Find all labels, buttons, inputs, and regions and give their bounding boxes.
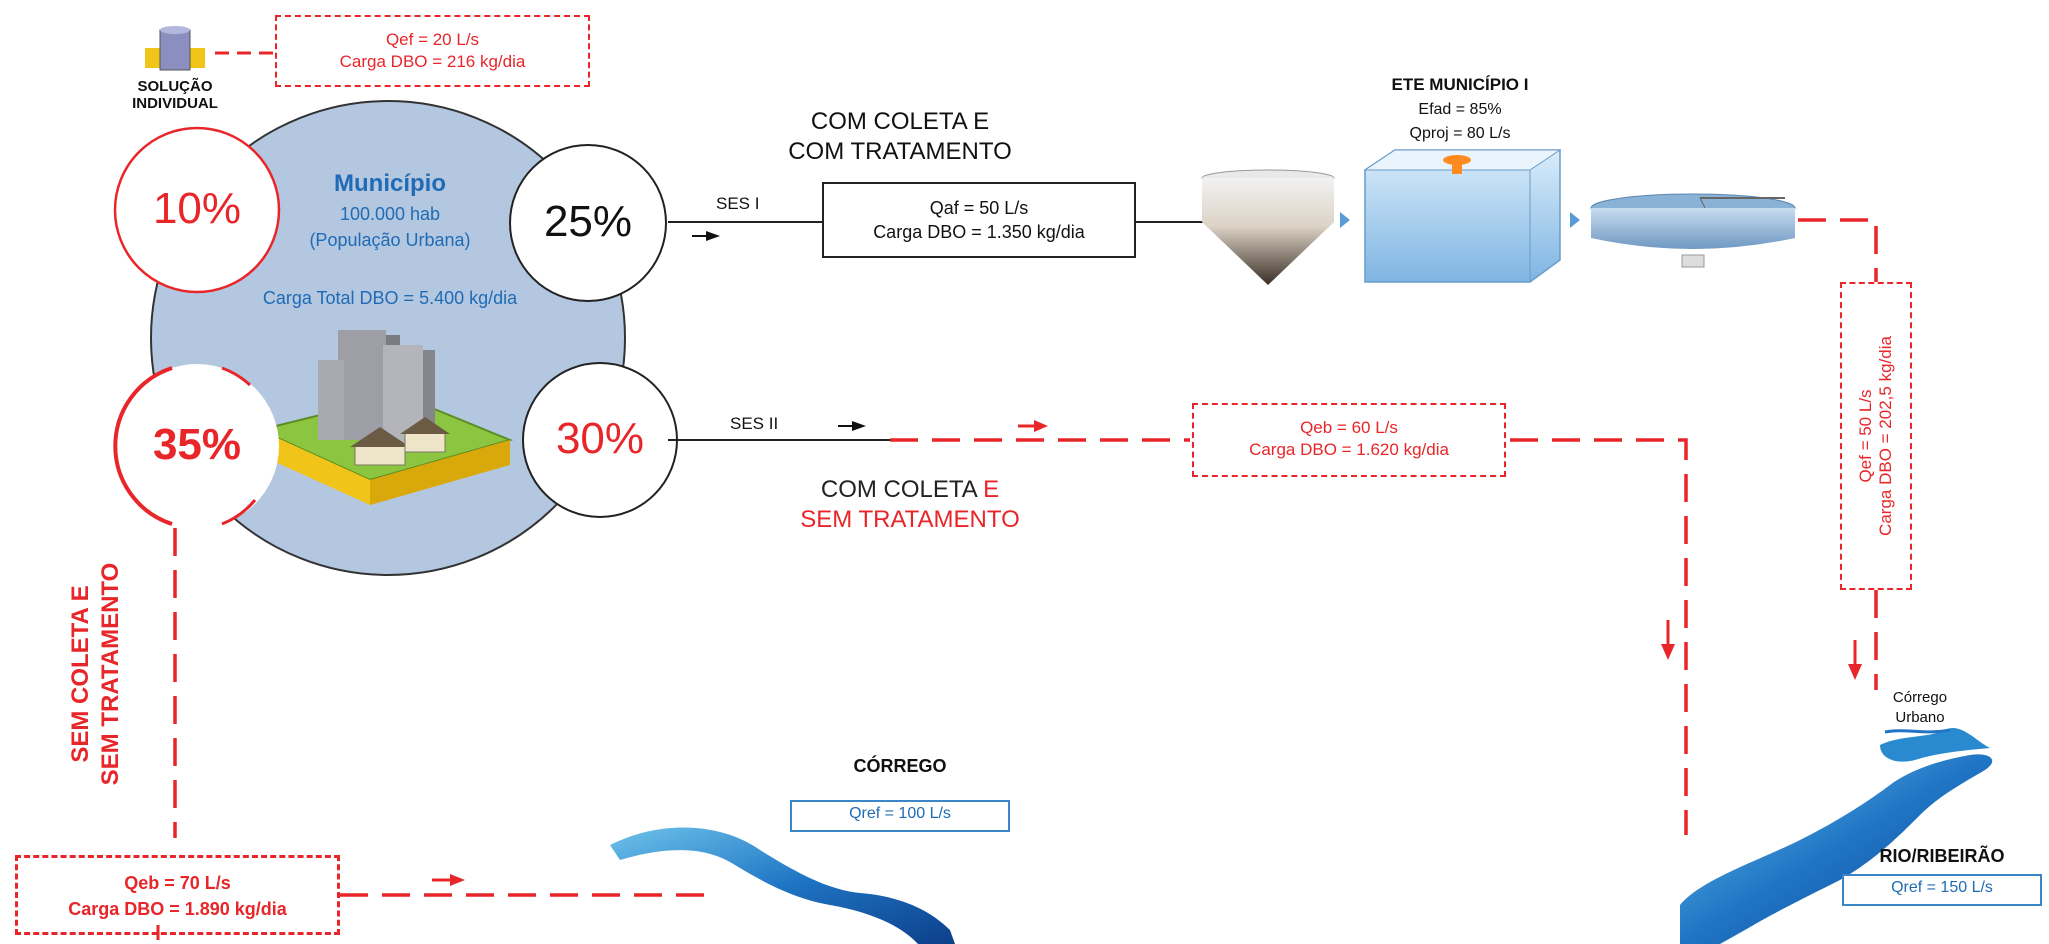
municipio-population-type: (População Urbana)	[309, 230, 471, 250]
corrego-river	[610, 827, 955, 944]
rio-flow-box: Qref = 150 L/s	[1842, 874, 2042, 906]
ete-effluent-qef: Qef = 50 L/s	[1856, 389, 1875, 483]
solucao-qef: Qef = 20 L/s	[385, 30, 480, 49]
solucao-individual-label: SOLUÇÃO INDIVIDUAL	[110, 78, 240, 112]
pct-10-circle	[113, 126, 281, 294]
ete-efad: Efad = 85%	[1418, 101, 1502, 118]
solucao-individual-box: Qef = 20 L/s Carga DBO = 216 kg/dia	[275, 15, 590, 87]
ete-qproj: Qproj = 80 L/s	[1409, 125, 1511, 142]
corrego-urbano-line-2: Urbano	[1895, 709, 1945, 726]
corrego-urbano-label: Córrego Urbano	[1880, 688, 1960, 728]
ses-ii-heading-e: E	[983, 476, 1000, 503]
ses-i-heading-1: COM COLETA E	[810, 108, 990, 135]
ete-title: ETE MUNICÍPIO I	[1391, 75, 1529, 94]
municipio-total-load: Carga Total DBO = 5.400 kg/dia	[262, 288, 518, 308]
city-illustration	[256, 330, 514, 505]
pct-35-circle	[115, 364, 279, 528]
corrego-title: CÓRREGO	[853, 756, 947, 776]
solucao-carga: Carga DBO = 216 kg/dia	[339, 52, 526, 71]
municipio-title: Município	[334, 170, 446, 197]
pct-25-label: 25%	[543, 197, 633, 246]
clarifier-icon	[1590, 193, 1796, 268]
ses-i-label: SES I	[716, 194, 760, 213]
solucao-label-2: INDIVIDUAL	[132, 95, 218, 112]
solucao-label-1: SOLUÇÃO	[137, 78, 213, 95]
pct-30-label: 30%	[555, 414, 645, 463]
sem-coleta-line-1: SEM COLETA E	[67, 585, 94, 763]
sem-coleta-line-2: SEM TRATAMENTO	[97, 562, 124, 786]
rio-river	[1680, 754, 1993, 944]
ete-effluent-text: Qef = 50 L/s Carga DBO = 202,5 kg/dia	[1856, 282, 1896, 590]
pct-35-arc	[113, 366, 173, 526]
ses-ii-carga: Carga DBO = 1.620 kg/dia	[1249, 440, 1449, 459]
ses-i-box: Qaf = 50 L/s Carga DBO = 1.350 kg/dia	[822, 182, 1136, 258]
ses-ii-heading-com-coleta: COM COLETA	[820, 476, 977, 503]
septic-tank-icon	[145, 26, 205, 71]
pct-35-label: 35%	[152, 420, 242, 469]
ses-ii-heading-1: COM COLETA E	[740, 476, 1080, 504]
pct-25-circle	[509, 144, 667, 302]
ses-i-carga: Carga DBO = 1.350 kg/dia	[873, 222, 1085, 242]
ses-i-heading-2: COM TRATAMENTO	[788, 138, 1012, 165]
sem-coleta-vertical-label: SEM COLETA E SEM TRATAMENTO	[66, 554, 130, 794]
rio-title: RIO/RIBEIRÃO	[1879, 846, 2005, 866]
ses-ii-qeb: Qeb = 60 L/s	[1300, 418, 1398, 437]
sem-coleta-box: Qeb = 70 L/s Carga DBO = 1.890 kg/dia	[15, 855, 340, 935]
aeration-tank-icon	[1363, 149, 1562, 283]
pct-10-label: 10%	[152, 184, 242, 233]
ete-effluent-carga: Carga DBO = 202,5 kg/dia	[1876, 336, 1895, 536]
ses-ii-box: Qeb = 60 L/s Carga DBO = 1.620 kg/dia	[1192, 403, 1506, 477]
corrego-urbano-line-1: Córrego	[1892, 689, 1948, 706]
municipio-population: 100.000 hab	[339, 204, 441, 224]
ses-ii-heading-2: SEM TRATAMENTO	[800, 506, 1020, 533]
corrego-flow-box: Qref = 100 L/s	[790, 800, 1010, 832]
ses-i-qaf: Qaf = 50 L/s	[929, 198, 1029, 218]
ses-ii-label: SES II	[730, 414, 779, 433]
grit-chamber-icon	[1201, 169, 1335, 285]
sem-coleta-carga: Carga DBO = 1.890 kg/dia	[68, 899, 287, 919]
sem-coleta-qeb: Qeb = 70 L/s	[124, 873, 231, 893]
ete-effluent-box	[1840, 282, 1912, 590]
